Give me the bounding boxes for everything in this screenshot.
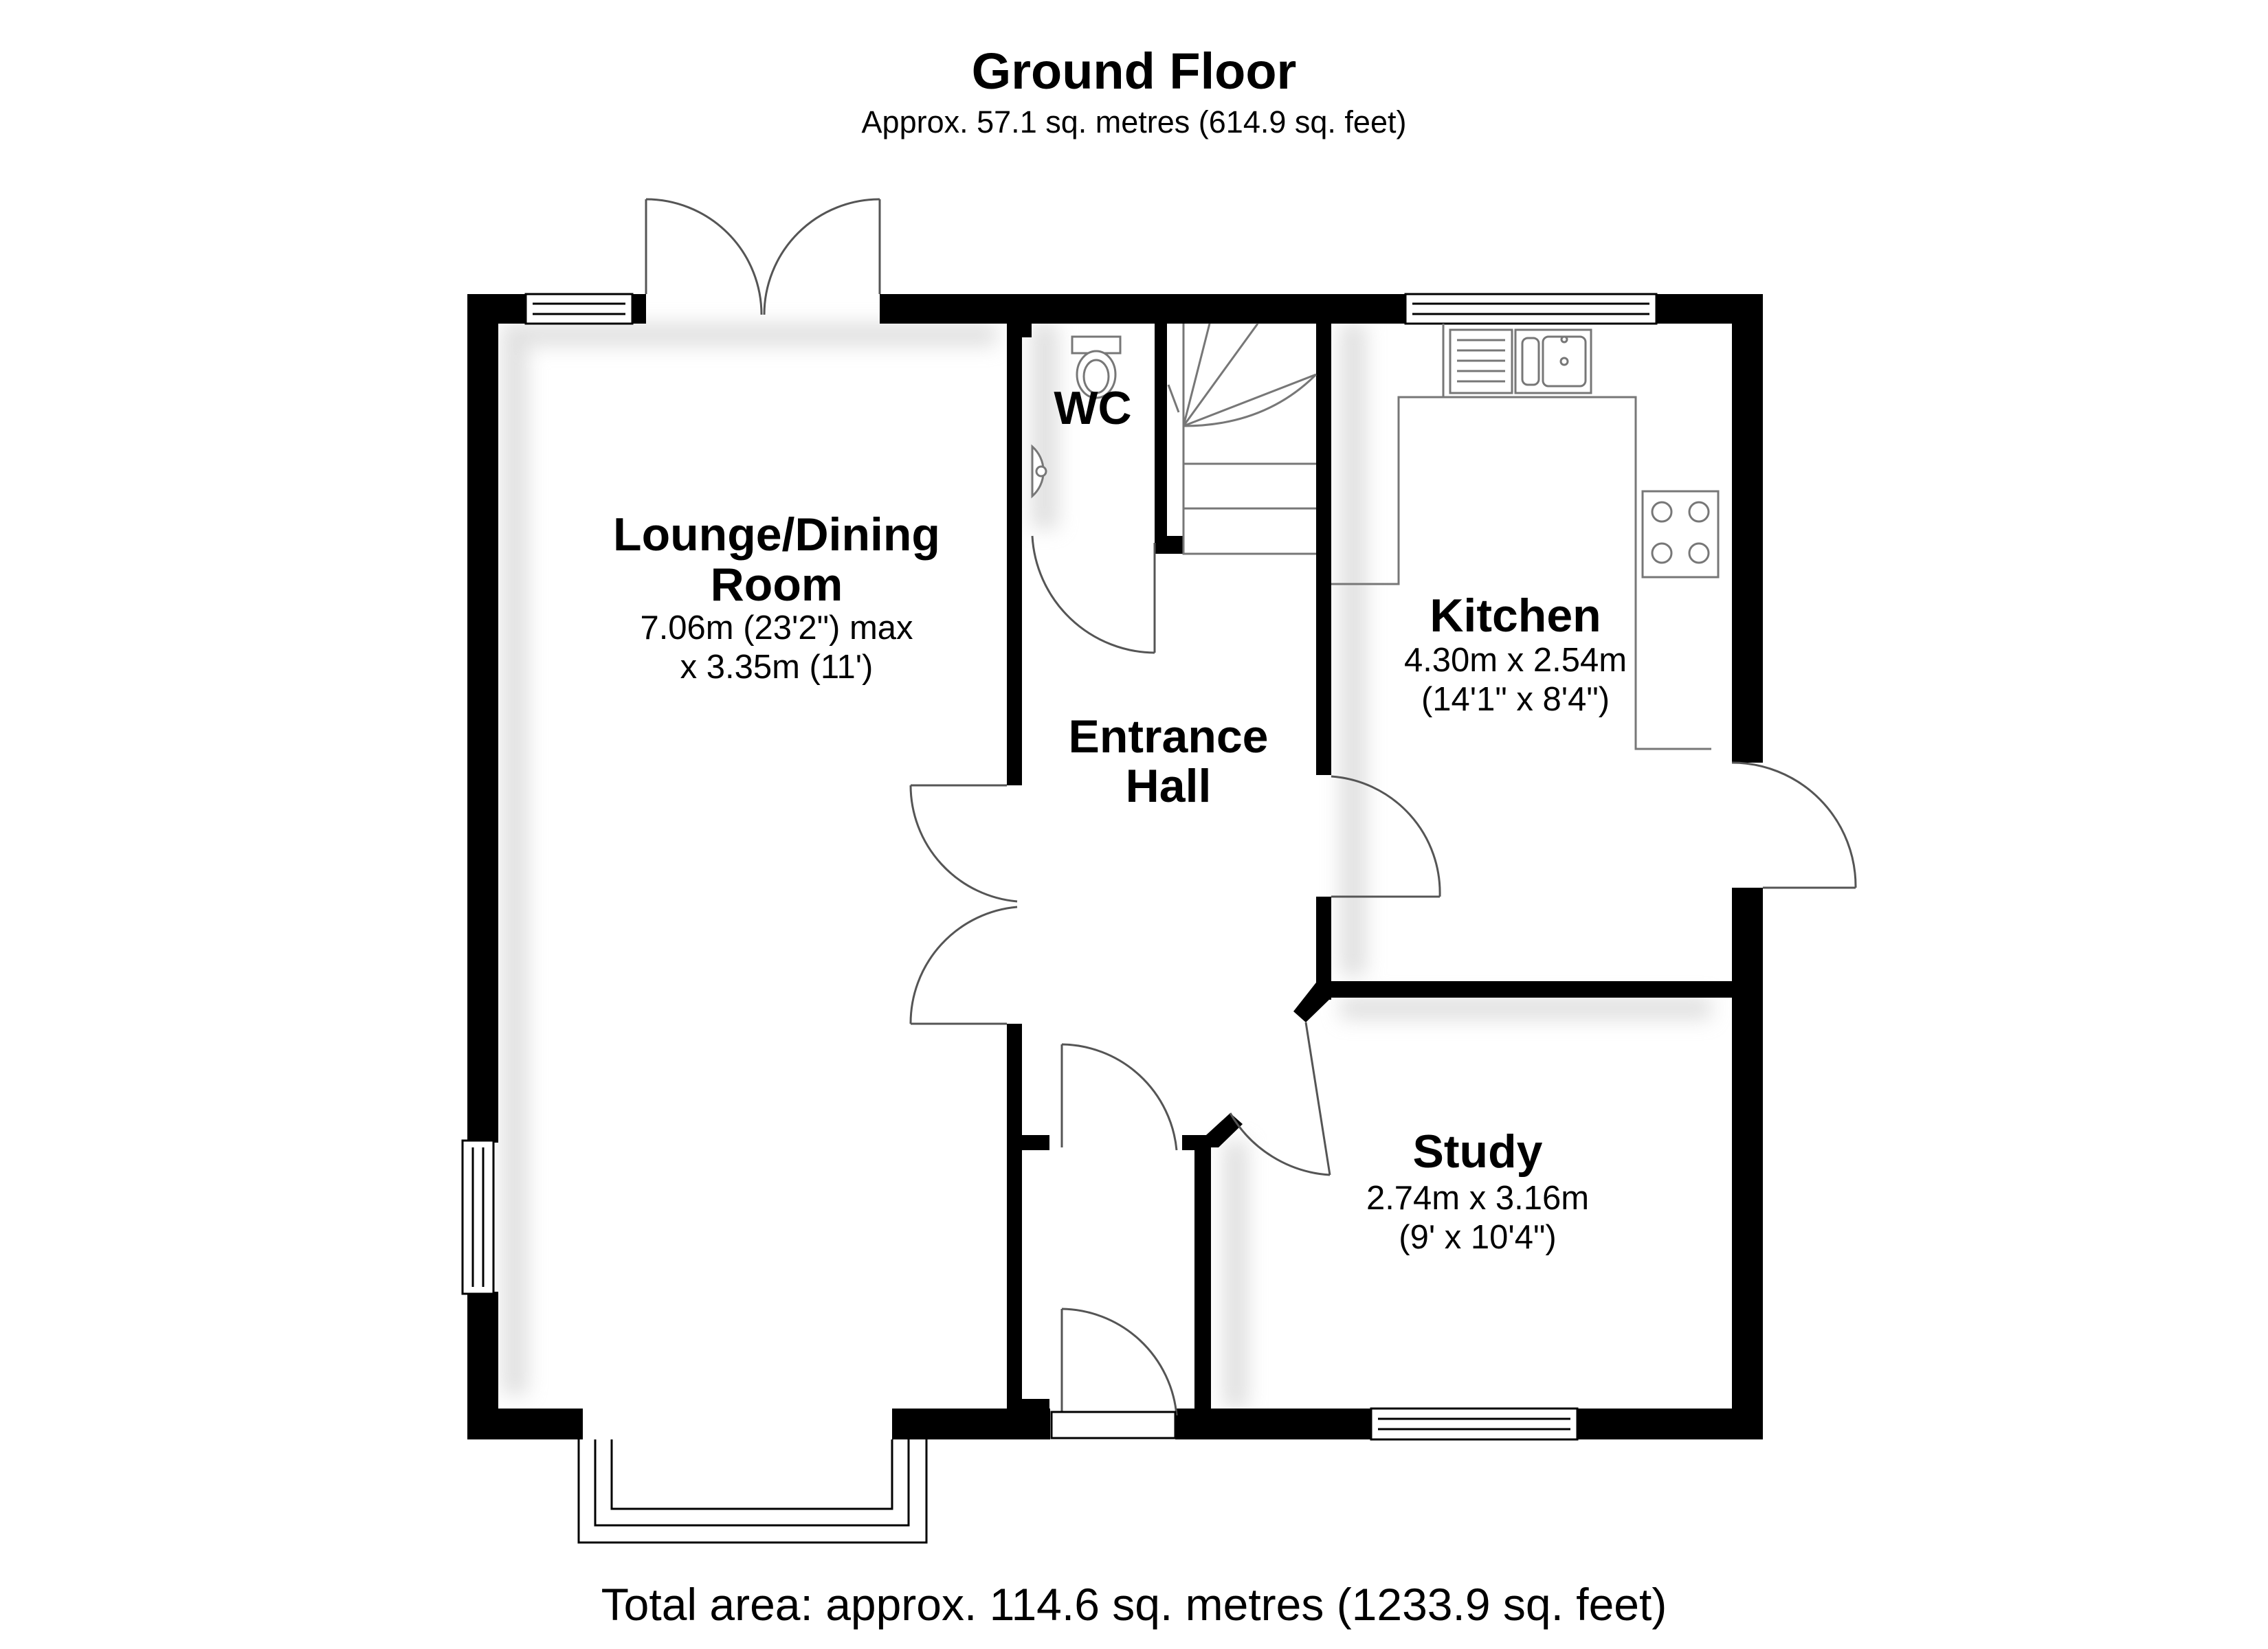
wall-shadows <box>502 323 1711 1409</box>
wall-lounge-hall-upper <box>1007 324 1022 785</box>
outer-wall-bottom-study <box>1175 1409 1375 1439</box>
bay-window-lounge <box>577 1439 928 1544</box>
kitchen-worktop-outline <box>1331 324 1445 585</box>
room-dimensions-line1: 2.74m x 3.16m <box>1366 1180 1590 1217</box>
window-kitchen-top <box>1404 293 1658 325</box>
room-dimensions-line1: 7.06m (23'2") max <box>640 609 913 647</box>
windows <box>461 293 1658 1544</box>
room-name-line1: Entrance <box>1068 710 1269 763</box>
wall-study-angle-bottom <box>1206 1113 1243 1147</box>
kitchen-fixtures <box>1331 324 1720 750</box>
window-study-bottom <box>1370 1407 1579 1441</box>
toilet-icon <box>1071 335 1122 399</box>
room-dimensions-line1: 4.30m x 2.54m <box>1403 642 1627 679</box>
room-label-wc: WC <box>1054 382 1132 434</box>
room-dimensions-line2: (9' x 10'4") <box>1399 1219 1557 1256</box>
room-name-line2: Hall <box>1125 760 1212 812</box>
room-name-line1: Lounge/Dining <box>613 508 940 561</box>
walls <box>467 294 1763 1439</box>
room-name: Study <box>1412 1125 1543 1178</box>
wall-wc-left-stub <box>1022 324 1032 337</box>
room-dimensions-line2: x 3.35m (11') <box>680 649 874 686</box>
wall-porch-stub <box>1022 1135 1049 1150</box>
room-name: Kitchen <box>1430 590 1601 642</box>
wall-kitchen-study <box>1331 981 1744 998</box>
wall-porch-bottom-left <box>1022 1399 1049 1413</box>
door-kitchen <box>1331 775 1441 898</box>
doors <box>645 198 1857 1439</box>
wall-study-angle-top <box>1293 983 1331 1022</box>
wc-fixtures <box>1031 335 1122 499</box>
wall-study-left-stub <box>1182 1135 1203 1150</box>
door-front <box>1050 1308 1178 1439</box>
outer-wall-bottom-right <box>1577 1409 1763 1439</box>
hob-icon <box>1641 490 1720 579</box>
door-kitchen-back <box>1731 761 1857 889</box>
sink-icon <box>1514 328 1592 394</box>
outer-wall-bottom-left <box>467 1409 583 1439</box>
outer-wall-top-left-door-post <box>631 294 646 324</box>
outer-wall-left-upper <box>467 294 498 1143</box>
wall-wc-right <box>1155 324 1167 554</box>
floor-area: Approx. 57.1 sq. metres (614.9 sq. feet) <box>861 104 1407 139</box>
wall-kitchen-hall-lower <box>1316 897 1331 1000</box>
wall-kitchen-hall-upper <box>1316 324 1331 775</box>
french-doors-lounge <box>645 198 881 315</box>
room-dimensions-line2: (14'1" x 8'4") <box>1421 681 1610 718</box>
room-name-line2: Room <box>710 559 843 611</box>
wc-basin-icon <box>1031 444 1047 499</box>
staircase <box>1167 323 1318 555</box>
double-doors-lounge-hall <box>909 784 1018 1025</box>
wall-lounge-hall-lower <box>1007 1024 1022 1409</box>
outer-wall-right-upper <box>1732 294 1763 763</box>
outer-wall-top-mid <box>880 294 1409 324</box>
outer-wall-right-lower <box>1732 888 1763 1439</box>
draining-board-icon <box>1449 328 1513 394</box>
window-lounge-left <box>461 1139 495 1295</box>
wall-study-left <box>1194 1135 1211 1409</box>
door-porch-inner <box>1060 1043 1178 1151</box>
door-wc <box>1031 535 1156 654</box>
wall-wc-right-stub <box>1155 536 1183 554</box>
door-study <box>1229 1022 1331 1176</box>
outer-wall-bottom-mid <box>892 1409 1050 1439</box>
floor-title: Ground Floor <box>971 43 1297 100</box>
window-lounge-top <box>524 293 634 325</box>
total-area: Total area: approx. 114.6 sq. metres (12… <box>601 1579 1667 1630</box>
